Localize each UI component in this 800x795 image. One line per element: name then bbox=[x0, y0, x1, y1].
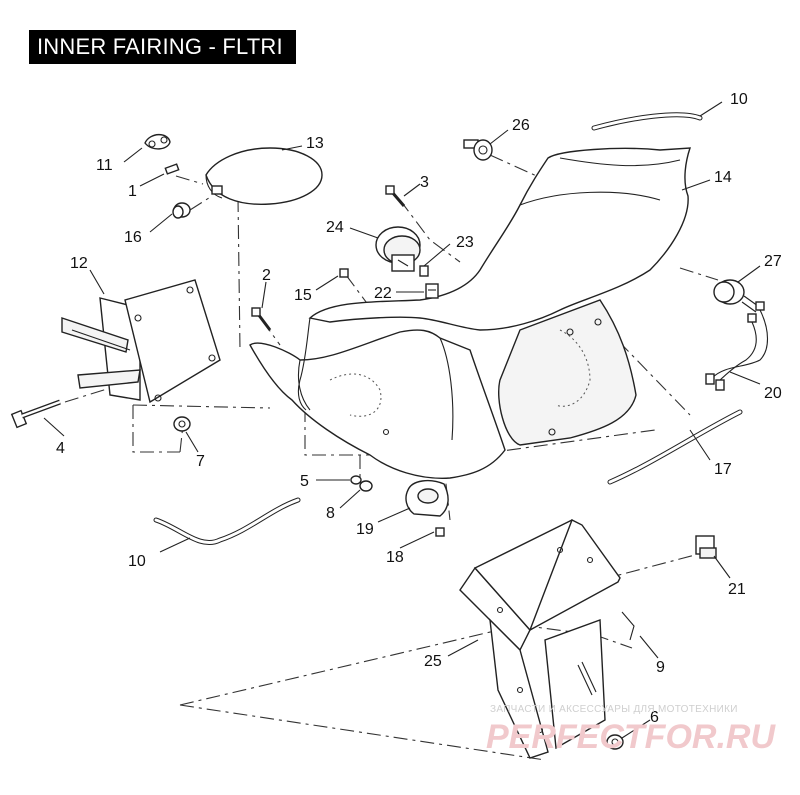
callout-9: 9 bbox=[656, 659, 665, 676]
part-13-cup-lid bbox=[205, 147, 323, 205]
page-title: INNER FAIRING - FLTRI bbox=[29, 30, 296, 64]
part-26-socket bbox=[463, 139, 493, 161]
callout-labels: 10 26 13 11 1 3 14 16 24 23 12 2 15 22 2… bbox=[56, 91, 782, 726]
callout-8: 8 bbox=[326, 505, 335, 522]
part-12-mounting-bracket bbox=[61, 279, 221, 404]
part-21-connector bbox=[695, 535, 717, 559]
callout-12: 12 bbox=[70, 255, 88, 272]
part-1-screw bbox=[164, 163, 180, 175]
callout-20: 20 bbox=[764, 385, 782, 402]
callout-11: 11 bbox=[96, 157, 113, 174]
watermark-tagline: ЗАПЧАСТИ И АКСЕССУАРЫ ДЛЯ МОТОТЕХНИКИ bbox=[490, 704, 738, 715]
callout-13: 13 bbox=[306, 135, 324, 152]
part-15-screw bbox=[339, 268, 349, 278]
part-25-lower-bracket bbox=[459, 519, 621, 759]
part-6-nut bbox=[606, 734, 624, 750]
part-19-clamp bbox=[405, 479, 449, 517]
callout-25: 25 bbox=[424, 653, 442, 670]
callout-16: 16 bbox=[124, 229, 142, 246]
callout-3: 3 bbox=[420, 174, 429, 191]
watermark: ЗАПЧАСТИ И АКСЕССУАРЫ ДЛЯ МОТОТЕХНИКИ PE… bbox=[486, 704, 776, 756]
callout-19: 19 bbox=[356, 521, 374, 538]
part-11-clip bbox=[144, 133, 171, 150]
callout-15: 15 bbox=[294, 287, 312, 304]
callout-27: 27 bbox=[764, 253, 782, 270]
callout-7: 7 bbox=[196, 453, 205, 470]
callout-18: 18 bbox=[386, 549, 404, 566]
callout-10-lower: 10 bbox=[128, 553, 146, 570]
callout-21: 21 bbox=[728, 581, 746, 598]
part-18-screw bbox=[435, 527, 445, 537]
part-20-wire-harness bbox=[705, 301, 769, 391]
callout-26: 26 bbox=[512, 117, 530, 134]
part-7-nut bbox=[173, 416, 191, 432]
part-14-inner-fairing bbox=[308, 147, 691, 446]
part-9-clip bbox=[621, 611, 635, 641]
callout-10-upper: 10 bbox=[730, 91, 748, 108]
part-8-nut bbox=[359, 480, 373, 492]
callout-17: 17 bbox=[714, 461, 732, 478]
callout-1: 1 bbox=[128, 183, 137, 200]
callout-leaders bbox=[43, 101, 761, 739]
callout-5: 5 bbox=[300, 473, 309, 490]
callout-6: 6 bbox=[650, 709, 659, 726]
part-10-lower-trim-strip bbox=[153, 497, 301, 545]
part-16-grommet bbox=[172, 202, 191, 219]
part-24-gauge bbox=[375, 226, 421, 272]
callout-22: 22 bbox=[374, 285, 392, 302]
part-22-connector bbox=[425, 283, 439, 299]
part-5-screw bbox=[350, 475, 362, 485]
part-3-screw bbox=[385, 185, 406, 207]
lower-fairing-shell bbox=[249, 317, 506, 479]
callout-14: 14 bbox=[714, 169, 732, 186]
callout-23: 23 bbox=[456, 234, 474, 251]
part-2-screw bbox=[251, 307, 272, 331]
watermark-logo: PERFECTFOR.RU bbox=[486, 718, 776, 756]
callout-2: 2 bbox=[262, 267, 271, 284]
callout-4: 4 bbox=[56, 440, 65, 457]
callout-24: 24 bbox=[326, 219, 344, 236]
part-17-trim-strip bbox=[607, 409, 743, 485]
part-4-bolt bbox=[10, 399, 61, 429]
part-27-connector bbox=[713, 279, 759, 313]
part-23-lamp bbox=[419, 265, 429, 277]
part-10-upper-trim-strip bbox=[591, 112, 703, 131]
